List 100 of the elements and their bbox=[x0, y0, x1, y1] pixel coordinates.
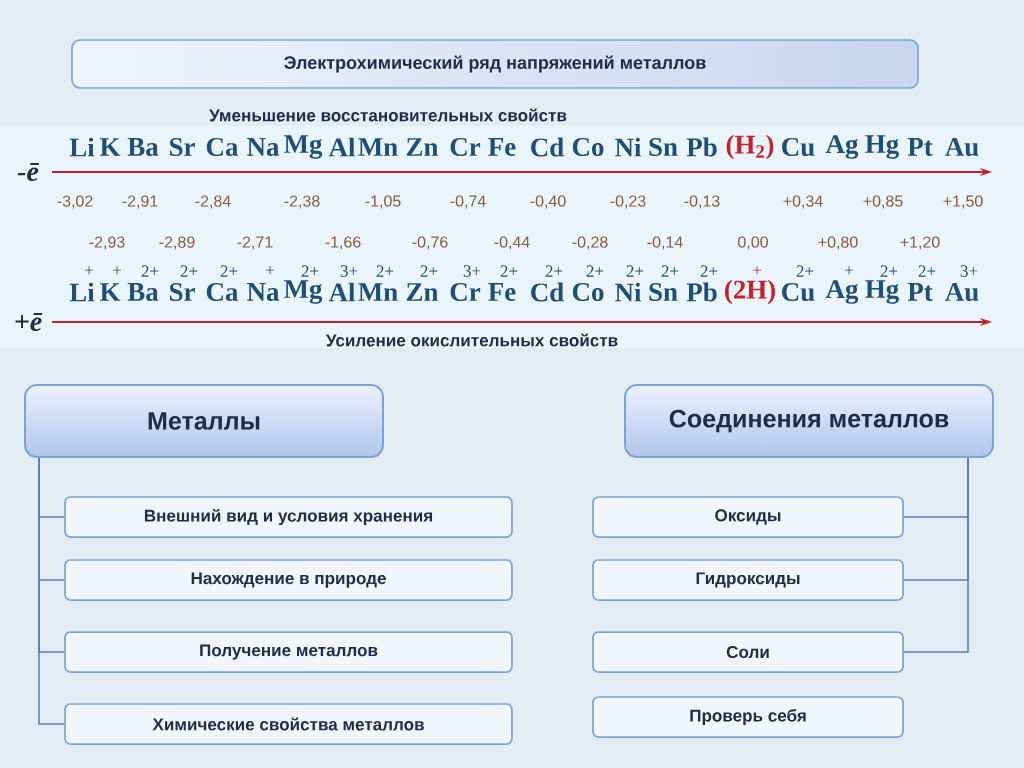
charge-label: 2+ bbox=[661, 265, 679, 277]
element-symbol: Cr bbox=[450, 282, 481, 302]
element-symbol: K bbox=[100, 138, 121, 156]
element-symbol: Fe bbox=[488, 283, 516, 301]
element-symbol: Ag bbox=[825, 280, 859, 304]
potential-value: -0,13 bbox=[684, 195, 720, 209]
element-symbol: Zn bbox=[406, 138, 439, 156]
charge-label: 3+ bbox=[340, 265, 358, 277]
topic-box: Получение металлов bbox=[64, 631, 513, 673]
potential-value: -2,91 bbox=[122, 195, 158, 209]
charge-label: 2+ bbox=[420, 265, 438, 277]
potential-value: +1,50 bbox=[943, 195, 983, 209]
charge-label: 3+ bbox=[463, 265, 481, 277]
caption-text: Уменьшение восстановительных свойств bbox=[209, 108, 567, 122]
potential-value: -0,28 bbox=[572, 236, 608, 250]
topic-box: Оксиды bbox=[592, 496, 904, 538]
element-symbol: Ag bbox=[825, 135, 859, 159]
charge-label: 2+ bbox=[586, 265, 604, 277]
element-symbol: Na bbox=[247, 138, 280, 156]
potential-value: -1,05 bbox=[365, 195, 401, 209]
topic-box: Химические свойства металлов bbox=[64, 703, 513, 745]
element-symbol: Mg bbox=[284, 135, 323, 159]
element-symbol: K bbox=[100, 283, 121, 301]
charge-label: 2+ bbox=[376, 265, 394, 277]
charge-label: + bbox=[85, 266, 93, 275]
potential-value: -0,14 bbox=[647, 236, 683, 250]
element-symbol: Pt bbox=[907, 138, 933, 156]
potential-value: -2,71 bbox=[237, 236, 273, 250]
charge-label: 2+ bbox=[796, 265, 814, 277]
potential-value: -2,84 bbox=[195, 195, 231, 209]
charge-label: 3+ bbox=[960, 265, 978, 277]
topic-box: Проверь себя bbox=[592, 696, 904, 738]
charge-label: + bbox=[845, 266, 853, 275]
element-symbol: Ba bbox=[127, 283, 159, 301]
element-symbol: Sn bbox=[649, 137, 678, 157]
element-symbol: Li bbox=[69, 282, 95, 302]
element-symbol: Hg bbox=[865, 280, 899, 304]
charge-label: 2+ bbox=[626, 265, 644, 277]
element-symbol: Cu bbox=[782, 282, 815, 302]
element-symbol: Sr bbox=[170, 282, 195, 302]
potential-value: 0,00 bbox=[738, 236, 768, 250]
charge-label: 2+ bbox=[220, 265, 238, 277]
category-box: Металлы bbox=[24, 384, 384, 458]
charge-label: 2+ bbox=[700, 265, 718, 277]
potential-value: -0,44 bbox=[494, 236, 530, 250]
charge-label: 2+ bbox=[880, 265, 898, 277]
potential-value: -2,89 bbox=[159, 236, 195, 250]
element-symbol: Sr bbox=[170, 137, 195, 157]
charge-label: 2+ bbox=[918, 265, 936, 277]
element-symbol: Mn bbox=[358, 138, 398, 156]
potential-value: -2,38 bbox=[284, 195, 320, 209]
topic-box: Соли bbox=[592, 631, 904, 673]
element-symbol: Au bbox=[945, 137, 979, 157]
element-symbol: Pb bbox=[686, 282, 717, 302]
element-symbol: Al bbox=[328, 137, 355, 157]
potential-value: -0,40 bbox=[530, 195, 566, 209]
element-symbol: (2H) bbox=[725, 279, 775, 305]
element-symbol: Ni bbox=[615, 282, 642, 302]
element-symbol: Cu bbox=[782, 137, 815, 157]
potential-value: -3,02 bbox=[57, 195, 93, 209]
element-symbol: Co bbox=[572, 137, 604, 157]
potential-value: +0,85 bbox=[863, 195, 903, 209]
charge-label: 2+ bbox=[545, 265, 563, 277]
charge-label: 2+ bbox=[500, 265, 518, 277]
element-symbol: Au bbox=[945, 282, 979, 302]
potential-value: +1,20 bbox=[900, 236, 940, 250]
element-symbol: Li bbox=[69, 137, 95, 157]
element-symbol: Pt bbox=[907, 283, 933, 301]
topic-box: Внешний вид и условия хранения bbox=[64, 496, 513, 538]
element-symbol: Ni bbox=[615, 137, 642, 157]
element-symbol: Mg bbox=[284, 280, 323, 304]
element-symbol: Ca bbox=[206, 282, 239, 302]
charge-label: + bbox=[113, 266, 121, 275]
electron-sign: +ē bbox=[15, 312, 43, 332]
caption-text: Усиление окислительных свойств bbox=[325, 333, 618, 347]
element-symbol: Cd bbox=[531, 282, 564, 302]
topic-box: Гидроксиды bbox=[592, 559, 904, 601]
category-box: Соединения металлов bbox=[624, 384, 994, 458]
charge-label: + bbox=[266, 266, 274, 275]
charge-label: 2+ bbox=[180, 265, 198, 277]
element-symbol: Hg bbox=[865, 135, 899, 159]
element-symbol: (H$_{2}$) bbox=[726, 134, 774, 160]
potential-value: -0,76 bbox=[412, 236, 448, 250]
element-symbol: Co bbox=[572, 282, 604, 302]
connector-line bbox=[38, 457, 65, 725]
element-symbol: Pb bbox=[686, 137, 717, 157]
element-symbol: Ca bbox=[206, 137, 239, 157]
charge-label: 2+ bbox=[141, 265, 159, 277]
element-symbol: Al bbox=[328, 282, 355, 302]
potential-value: +0,34 bbox=[783, 195, 823, 209]
element-symbol: Cd bbox=[531, 137, 564, 157]
potential-value: -1,66 bbox=[325, 236, 361, 250]
topic-box: Нахождение в природе bbox=[64, 559, 513, 601]
potential-value: +0,80 bbox=[818, 236, 858, 250]
charge-label: 2+ bbox=[301, 265, 319, 277]
connector-line bbox=[903, 457, 969, 653]
electron-sign: -ē bbox=[17, 162, 39, 182]
potential-value: -2,93 bbox=[89, 236, 125, 250]
element-symbol: Na bbox=[247, 283, 280, 301]
element-symbol: Cr bbox=[450, 137, 481, 157]
